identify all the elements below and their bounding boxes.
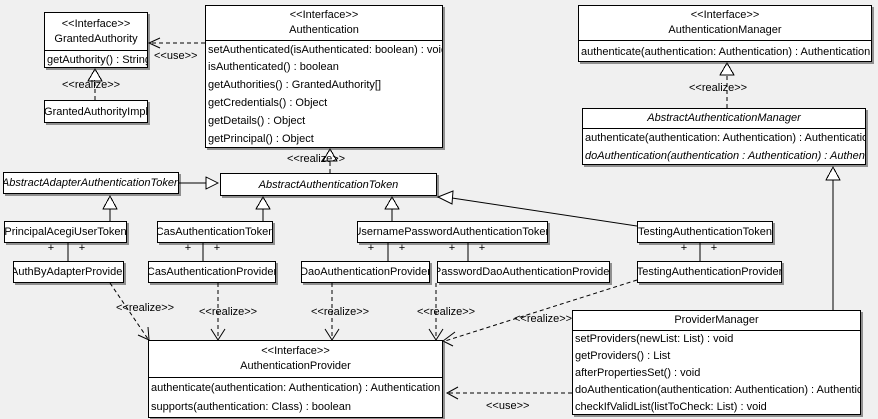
class-name: CasAuthenticationToken xyxy=(158,226,272,238)
class-name: UsernamePasswordAuthenticationToken xyxy=(358,226,547,238)
method: isAuthenticated() : boolean xyxy=(208,61,339,73)
association-plus: + xyxy=(680,242,688,254)
class-header: ProviderManager xyxy=(573,311,860,330)
stereotype-label: <<Interface>> xyxy=(690,9,760,21)
class-authentication-provider: <<Interface>> AuthenticationProvider aut… xyxy=(148,340,443,418)
edge-abstractmanager-realize-authenticationmanager xyxy=(719,62,735,108)
class-abstract-authentication-token: AbstractAuthenticationToken xyxy=(220,173,437,196)
class-auth-by-adapter-provider: AuthByAdapterProvider xyxy=(13,261,124,283)
class-granted-authority-impl: GrantedAuthorityImpl xyxy=(44,100,148,123)
method: getAuthority() : String xyxy=(45,50,147,68)
class-name: GrantedAuthority xyxy=(54,32,138,45)
association-plus: + xyxy=(184,242,192,254)
class-name: GrantedAuthorityImpl xyxy=(45,105,147,118)
realize-label: <<realize>> xyxy=(199,306,258,318)
class-principal-acegi-user-token: PrincipalAcegiUserToken xyxy=(4,221,127,243)
method: setAuthenticated(isAuthenticated: boolea… xyxy=(206,40,442,58)
class-dao-authentication-provider: DaoAuthenticationProvider xyxy=(301,261,430,283)
class-name: PrincipalAcegiUserToken xyxy=(5,226,126,238)
class-header: <<Interface>> AuthenticationProvider xyxy=(149,341,442,377)
edge-castoken-to-abstracttoken-generalization xyxy=(255,196,271,221)
class-password-dao-authentication-provider: PasswordDaoAuthenticationProvider xyxy=(437,261,610,283)
class-name: TestingAuthenticationToken xyxy=(638,226,772,238)
class-cas-authentication-provider: CasAuthenticationProvider xyxy=(148,261,276,283)
method-abstract: doAuthentication(authentication : Authen… xyxy=(585,150,865,162)
class-header: <<Interface>> AuthenticationManager xyxy=(579,6,871,40)
realize-label: <<realize>> xyxy=(417,306,476,318)
class-name: CasAuthenticationProvider xyxy=(149,266,275,278)
class-name: AuthByAdapterProvider xyxy=(14,266,123,278)
method: authenticate(authentication: Authenticat… xyxy=(579,40,871,62)
stereotype-label: <<Interface>> xyxy=(289,9,359,21)
class-name: DaoAuthenticationProvider xyxy=(302,266,429,278)
method: authenticate(authentication: Authenticat… xyxy=(149,377,442,397)
class-name: AbstractAuthenticationToken xyxy=(258,178,399,191)
method: authenticate(authentication: Authenticat… xyxy=(583,128,865,147)
class-cas-authentication-token: CasAuthenticationToken xyxy=(157,221,273,243)
class-authentication-manager: <<Interface>> AuthenticationManager auth… xyxy=(578,5,872,62)
class-name: ProviderManager xyxy=(674,314,759,326)
class-name: TestingAuthenticationProvider xyxy=(638,266,781,278)
edge-principaltoken-to-adaptertoken-generalization xyxy=(102,194,118,221)
edge-providermanager-to-abstractmanager-generalization xyxy=(825,165,841,310)
method: setProviders(newList: List) : void xyxy=(573,330,860,347)
class-name: Authentication xyxy=(289,24,359,36)
edge-usernamepasswordtoken-to-abstracttoken-generalization xyxy=(384,196,400,221)
edge-grantedauthorityimpl-realize-grantedauthority xyxy=(87,68,103,100)
association-plus: + xyxy=(710,242,718,254)
method: supports(authentication: Class) : boolea… xyxy=(151,401,351,413)
class-testing-authentication-provider: TestingAuthenticationProvider xyxy=(637,261,782,283)
realize-label: <<realize>> xyxy=(514,313,573,325)
method: getCredentials() : Object xyxy=(208,97,328,109)
edge-adaptertoken-to-abstracttoken-generalization xyxy=(179,176,220,190)
method: doAuthentication(authentication: Authent… xyxy=(575,383,860,396)
stereotype-label: <<Interface>> xyxy=(61,17,131,30)
class-name: PasswordDaoAuthenticationProvider xyxy=(438,266,609,278)
edge-testingprovider-realize-authenticationprovider xyxy=(442,279,638,347)
edge-authentication-use-grantedauthority xyxy=(147,37,205,49)
realize-label: <<realize>> xyxy=(116,302,175,314)
stereotype-label: <<Interface>> xyxy=(261,345,330,357)
class-name: AuthenticationManager xyxy=(668,24,782,36)
class-header: <<Interface>> GrantedAuthority xyxy=(45,13,147,50)
method: checkIfValidList(listToCheck: List) : vo… xyxy=(575,400,767,413)
method: getProviders() : List xyxy=(575,349,671,362)
realize-label: <<realize>> xyxy=(689,82,748,94)
class-granted-authority: <<Interface>> GrantedAuthority getAuthor… xyxy=(44,12,148,68)
class-username-password-authentication-token: UsernamePasswordAuthenticationToken xyxy=(357,221,548,243)
realize-label: <<realize>> xyxy=(62,79,121,91)
association-plus: + xyxy=(398,242,406,254)
association-plus: + xyxy=(213,242,221,254)
class-authentication: <<Interface>> Authentication setAuthenti… xyxy=(205,5,443,148)
edge-providermanager-use-authenticationprovider xyxy=(445,386,572,400)
edge-abstracttoken-realize-authentication xyxy=(322,148,338,173)
class-name-text: AbstractAuthenticationManager xyxy=(647,112,801,124)
class-provider-manager: ProviderManager setProviders(newList: Li… xyxy=(572,310,861,415)
association-plus: + xyxy=(448,242,456,254)
method: getDetails() : Object xyxy=(208,115,306,127)
association-plus: + xyxy=(78,242,86,254)
class-name: AuthenticationProvider xyxy=(240,360,351,372)
class-name: AbstractAdapterAuthenticationToken xyxy=(4,177,178,189)
method: afterPropertiesSet() : void xyxy=(575,366,701,379)
class-abstract-adapter-authentication-token: AbstractAdapterAuthenticationToken xyxy=(3,172,179,194)
association-plus: + xyxy=(367,242,375,254)
realize-label: <<realize>> xyxy=(311,306,370,318)
use-label: <<use>> xyxy=(154,50,198,62)
edge-testingtoken-to-abstracttoken-generalization xyxy=(436,190,638,227)
association-plus: + xyxy=(478,242,486,254)
method: getAuthorities() : GrantedAuthority[] xyxy=(208,79,382,91)
realize-label: <<realize>> xyxy=(287,153,346,165)
class-header: <<Interface>> Authentication xyxy=(206,6,442,40)
method: getPrincipal() : Object xyxy=(208,133,314,145)
class-testing-authentication-token: TestingAuthenticationToken xyxy=(637,221,773,243)
association-plus: + xyxy=(47,242,55,254)
class-abstract-authentication-manager: AbstractAuthenticationManager authentica… xyxy=(582,108,866,165)
use-label: <<use>> xyxy=(486,400,530,412)
class-name: AbstractAuthenticationManager xyxy=(583,109,865,128)
